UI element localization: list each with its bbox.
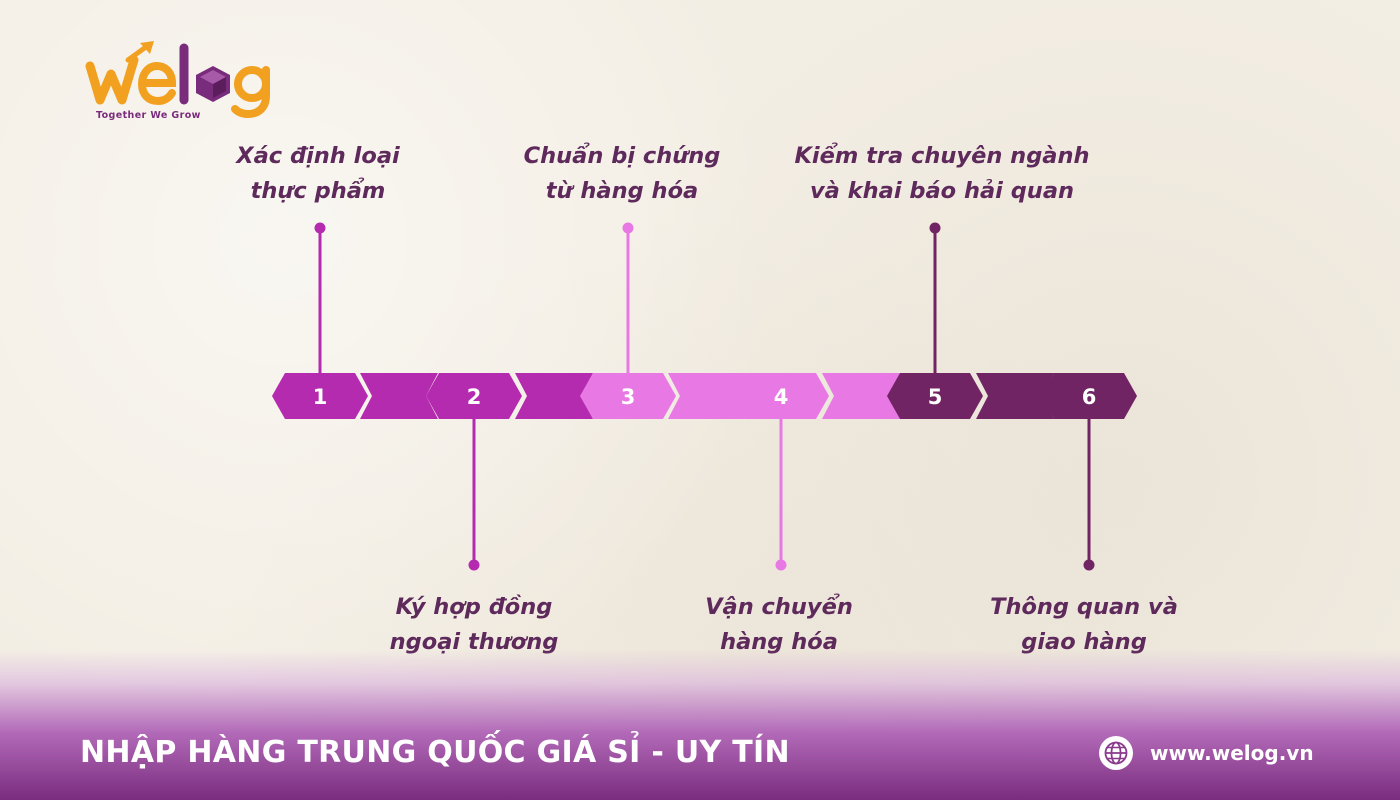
step-badge-4: 4 — [733, 373, 829, 419]
step-number-6: 6 — [1082, 385, 1097, 409]
step-badge-5: 5 — [887, 373, 983, 419]
step-label-3-line-2: từ hàng hóa — [545, 178, 699, 204]
step-hexagon-2 — [426, 373, 522, 419]
stem-4-dot — [775, 559, 787, 571]
step-label-3: Chuẩn bị chứng từ hàng hóa — [462, 139, 782, 209]
step-label-5-line-2: và khai báo hải quan — [809, 178, 1075, 204]
welog-logo: Together We Grow — [84, 38, 284, 128]
connector-5-6 — [976, 373, 1054, 419]
connector-2-3 — [515, 373, 593, 419]
step-badge-6: 6 — [1041, 373, 1137, 419]
logo-tagline: Together We Grow — [96, 110, 201, 121]
footer-title: NHẬP HÀNG TRUNG QUỐC GIÁ SỈ - UY TÍN — [80, 735, 790, 770]
timeline-connectors — [360, 373, 1054, 419]
step-hexagon-6 — [1041, 373, 1137, 419]
step-label-1: Xác định loại thực phẩm — [158, 139, 478, 209]
step-number-2: 2 — [467, 385, 482, 409]
stem-6-dot — [1083, 559, 1095, 571]
step-badge-2: 2 — [426, 373, 522, 419]
website-link[interactable]: www.welog.vn — [1150, 741, 1314, 765]
welog-logo-mark — [85, 41, 270, 118]
connector-3-4 — [668, 373, 746, 419]
stem-2-dot — [468, 559, 480, 571]
connector-4-5 — [822, 373, 900, 419]
stem-5-dot — [929, 222, 941, 234]
step-number-4: 4 — [774, 385, 789, 409]
globe-icon — [1099, 736, 1133, 770]
step-label-1-line-1: Xác định loại — [236, 143, 400, 169]
step-label-1-line-2: thực phẩm — [250, 178, 386, 204]
step-badges: 1 2 3 4 5 6 — [272, 373, 1137, 419]
step-hexagon-3 — [580, 373, 676, 419]
step-hexagon-4 — [733, 373, 829, 419]
step-label-6-line-1: Thông quan và — [990, 594, 1178, 620]
step-label-4-line-1: Vận chuyển — [705, 594, 853, 620]
stem-3-dot — [622, 222, 634, 234]
step-number-3: 3 — [621, 385, 636, 409]
stem-1-dot — [314, 222, 326, 234]
step-label-3-line-1: Chuẩn bị chứng — [523, 143, 721, 169]
step-hexagon-5 — [887, 373, 983, 419]
step-badge-1: 1 — [272, 373, 368, 419]
step-badge-3: 3 — [580, 373, 676, 419]
step-label-5-line-1: Kiểm tra chuyên ngành — [794, 143, 1090, 169]
step-hexagon-1 — [272, 373, 368, 419]
connector-1-2 — [360, 373, 438, 419]
timeline-stems — [314, 222, 1095, 571]
step-label-2-line-1: Ký hợp đồng — [395, 594, 553, 620]
footer-website[interactable]: www.welog.vn — [1098, 735, 1314, 771]
step-number-5: 5 — [928, 385, 943, 409]
step-number-1: 1 — [313, 385, 328, 409]
step-label-5: Kiểm tra chuyên ngành và khai báo hải qu… — [782, 139, 1102, 209]
footer-band — [0, 650, 1400, 800]
